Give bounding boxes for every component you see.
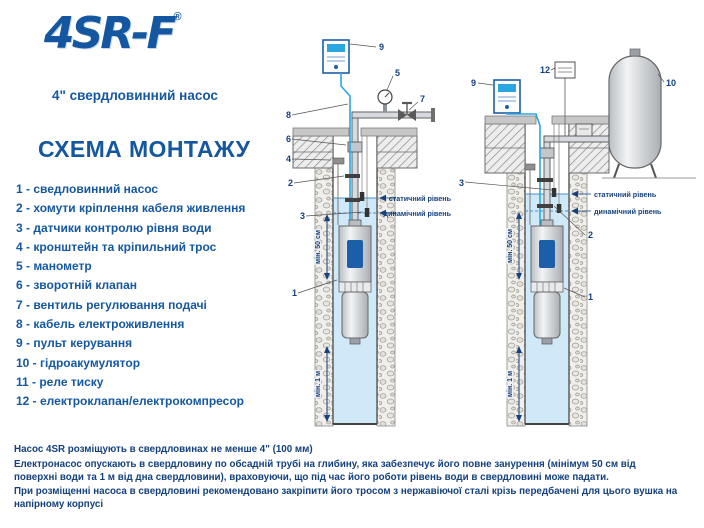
product-subtitle: 4" свердловинний насос <box>52 88 218 103</box>
note-paragraph-1: Насос 4SR розміщують в свердловинах не м… <box>14 444 313 455</box>
installation-diagram-right: статичний рівень динамічний рівень мін. … <box>459 48 696 427</box>
min-1m-label: мін. 1 м <box>506 371 514 397</box>
check-valve <box>539 147 555 159</box>
level-sensors <box>551 124 562 213</box>
dynamic-level-label: динамічний рівень <box>594 207 662 216</box>
callout-4: 4 <box>286 154 291 164</box>
dimension-min-50cm: мін. 50 см <box>313 214 330 280</box>
callout-3: 3 <box>459 178 464 188</box>
callout-2: 2 <box>588 230 593 240</box>
callouts-left: 9 5 7 8 6 4 2 3 1 <box>286 42 425 298</box>
callout-5: 5 <box>395 68 400 78</box>
control-panel <box>322 39 350 74</box>
note-paragraph-2: Електронасос опускають в свердловину по … <box>14 458 636 483</box>
callout-3: 3 <box>300 211 305 221</box>
legend-item-5: 5 - манометр <box>16 259 92 274</box>
installation-diagram-left: статичний рівень динамічний рівень мін. … <box>286 39 452 427</box>
dimension-min-1m: мін. 1 м <box>313 346 330 422</box>
logo-text: 4SR-F <box>44 8 177 59</box>
callout-1: 1 <box>588 292 593 302</box>
min-50cm-label: мін. 50 см <box>314 230 322 264</box>
callout-9: 9 <box>379 42 384 52</box>
legend-item-3: 3 - датчики контролю рівня води <box>16 220 212 235</box>
legend-item-6: 6 - зворотній клапан <box>16 278 138 293</box>
dynamic-level-label: динамічний рівень <box>384 209 452 218</box>
note-paragraph-3: При розміщенні насоса в свердловині реко… <box>14 486 678 511</box>
level-sensors <box>359 136 370 217</box>
pressure-gauge-icon <box>377 89 393 112</box>
callout-9: 9 <box>471 78 476 88</box>
pressure-switch <box>575 123 593 137</box>
callout-2: 2 <box>288 178 293 188</box>
flow-control-valve-icon <box>398 101 416 121</box>
control-panel <box>493 79 521 114</box>
legend-item-11: 11 - реле тиску <box>16 374 104 389</box>
legend-item-2: 2 - хомути кріплення кабеля живлення <box>16 201 246 216</box>
legend-item-10: 10 - гідроакумулятор <box>16 355 141 370</box>
legend-item-4: 4 - кронштейн та кріпильний трос <box>16 239 217 254</box>
safety-rope <box>332 157 345 225</box>
legend-item-1: 1 - сведловинний насос <box>16 182 159 196</box>
electrovalve-compressor-box <box>554 61 576 136</box>
page-title: СХЕМА МОНТАЖУ <box>38 136 251 162</box>
callout-8: 8 <box>286 110 291 120</box>
legend-item-7: 7 - вентиль регулювання подачі <box>16 297 207 312</box>
callout-6: 6 <box>286 134 291 144</box>
static-level-label: статичний рівень <box>594 190 657 199</box>
cable-clamps <box>345 174 360 202</box>
level-labels: статичний рівень динамічний рівень <box>571 190 662 216</box>
legend-item-9: 9 - пульт керування <box>16 336 133 351</box>
min-1m-label: мін. 1 м <box>314 371 322 397</box>
pressure-tank <box>602 48 696 179</box>
legend-item-8: 8 - кабель електроживлення <box>16 317 185 332</box>
callouts-right: 9 12 10 3 2 1 <box>459 65 676 302</box>
legend-item-12: 12 - електроклапан/електрокомпресор <box>16 394 244 409</box>
legend-list: 1 - сведловинний насос 2 - хомути кріпле… <box>16 180 288 412</box>
safety-rope <box>524 163 536 225</box>
callout-7: 7 <box>420 94 425 104</box>
dimension-min-50cm: мін. 50 см <box>505 212 522 280</box>
callout-1: 1 <box>292 288 297 298</box>
brand-logo: 4SR-F® <box>44 8 182 59</box>
callout-12: 12 <box>540 65 550 75</box>
registered-mark-icon: ® <box>173 11 182 23</box>
static-level-label: статичний рівень <box>389 194 452 203</box>
cable-clamps <box>537 178 553 208</box>
dimension-min-1m: мін. 1 м <box>505 346 522 422</box>
power-cable <box>506 113 541 226</box>
callout-10: 10 <box>666 78 676 88</box>
power-cable <box>340 73 351 226</box>
pump <box>338 219 372 345</box>
pump <box>530 219 564 345</box>
min-50cm-label: мін. 50 см <box>506 229 514 263</box>
level-labels: статичний рівень динамічний рівень <box>379 194 452 218</box>
footer-notes: Насос 4SR розміщують в свердловинах не м… <box>14 444 680 514</box>
